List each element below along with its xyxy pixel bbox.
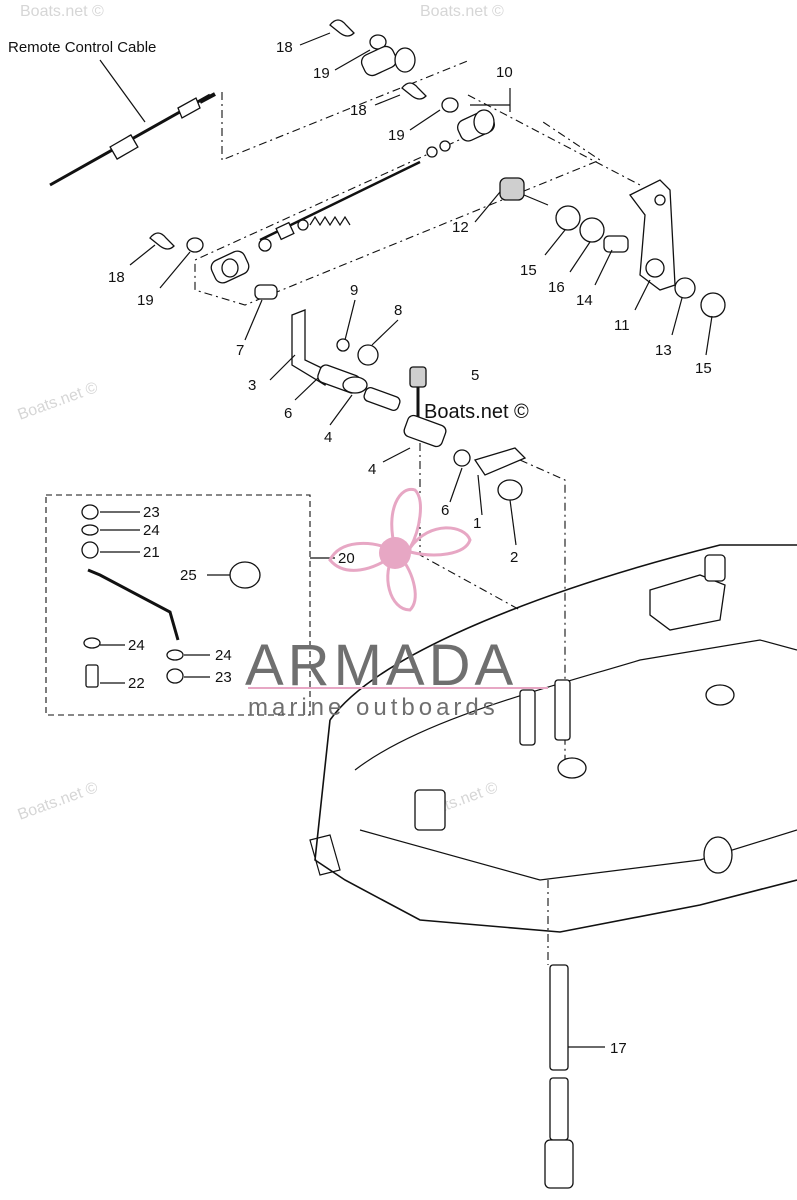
- remote-control-cable-label: Remote Control Cable: [8, 39, 156, 56]
- watermark: Boats.net ©: [20, 3, 104, 20]
- callout: 22: [128, 675, 145, 692]
- callout-labels: 18 19 18 19 10 18 19 12 15 16 14 11 13 1…: [108, 39, 712, 1057]
- callout: 18: [276, 39, 293, 56]
- callout: 14: [576, 292, 593, 309]
- callout: 23: [215, 669, 232, 686]
- guide-line: [519, 459, 566, 760]
- callout: 4: [368, 461, 376, 478]
- callout: 20: [338, 550, 355, 567]
- callout: 11: [614, 317, 630, 334]
- callout: 5: [471, 367, 479, 384]
- callout: 19: [137, 292, 154, 309]
- shift-shaft: [544, 964, 574, 1189]
- bottom-cowling: [309, 544, 797, 933]
- callout: 4: [324, 429, 332, 446]
- guide-line: [467, 94, 641, 186]
- bracket: [470, 88, 511, 112]
- callout: 23: [143, 504, 160, 521]
- callout: 24: [215, 647, 232, 664]
- armada-logo: ARMADA marine outboards: [245, 487, 548, 721]
- callout: 1: [473, 515, 481, 532]
- watermark: Boats.net ©: [16, 779, 101, 824]
- parts-middle-link: [291, 309, 527, 501]
- callout: 15: [695, 360, 712, 377]
- callout: 9: [350, 282, 358, 299]
- callout: 3: [248, 377, 256, 394]
- callout: 7: [236, 342, 244, 359]
- callout: 19: [388, 127, 405, 144]
- callout: 12: [452, 219, 469, 236]
- callout: 6: [441, 502, 449, 519]
- callout: 6: [284, 405, 292, 422]
- remote-control-cable: [49, 92, 216, 187]
- callout: 24: [143, 522, 160, 539]
- watermark: Boats.net ©: [16, 379, 101, 424]
- callout: 13: [655, 342, 672, 359]
- parts-upper: [149, 19, 495, 300]
- callout: 24: [128, 637, 145, 654]
- watermark: Boats.net ©: [420, 3, 504, 20]
- brand-tagline: marine outboards: [248, 694, 499, 721]
- callout: 18: [108, 269, 125, 286]
- callout: 21: [143, 544, 160, 561]
- callout: 25: [180, 567, 197, 584]
- callout: 18: [350, 102, 367, 119]
- callout: 16: [548, 279, 565, 296]
- callout: 17: [610, 1040, 627, 1057]
- callout: 19: [313, 65, 330, 82]
- guide-line: [194, 119, 602, 306]
- callout: 15: [520, 262, 537, 279]
- callout: 2: [510, 549, 518, 566]
- boatsnet-watermark: Boats.net ©: [424, 401, 529, 423]
- callout: 8: [394, 302, 402, 319]
- parts-right-lever: [499, 177, 726, 318]
- kit-box: [45, 494, 311, 716]
- leader-line: [99, 59, 146, 123]
- guide-line: [221, 59, 471, 161]
- callout: 10: [496, 64, 513, 81]
- leader-lines: [100, 32, 713, 1048]
- kit-parts: [81, 504, 261, 688]
